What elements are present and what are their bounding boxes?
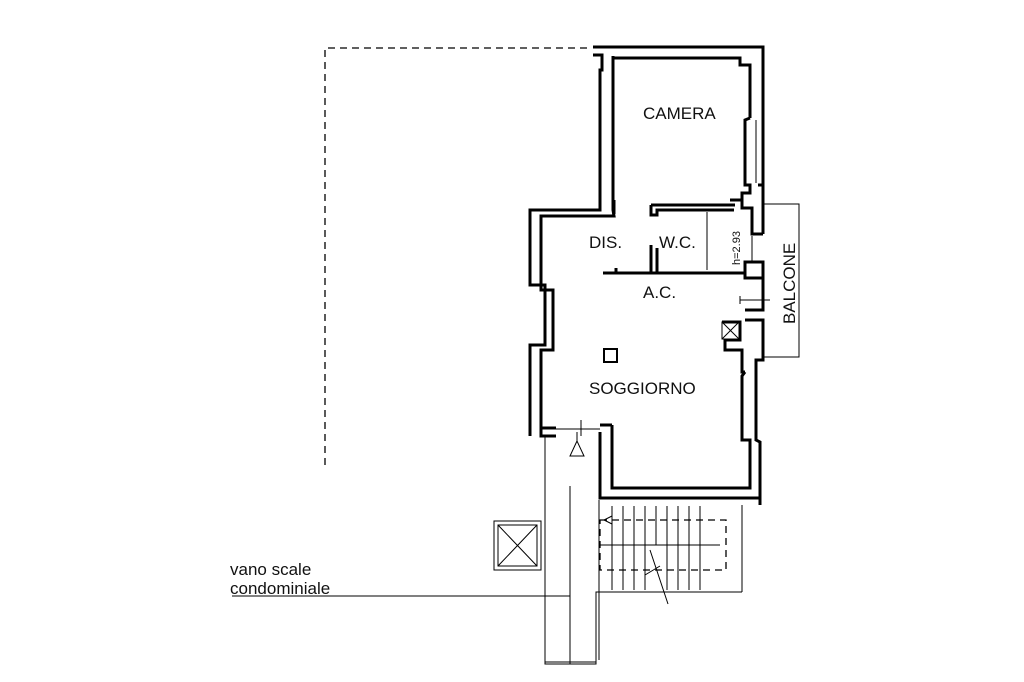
stair-label-line1: vano scale bbox=[230, 560, 311, 579]
stair-label-line2: condominiale bbox=[230, 579, 330, 598]
openings bbox=[555, 120, 770, 487]
ceiling-height-note: h=2.93 bbox=[731, 231, 743, 265]
interior-walls bbox=[603, 200, 745, 275]
room-label-ac: A.C. bbox=[643, 283, 676, 302]
balcony bbox=[763, 203, 800, 358]
room-label-camera: CAMERA bbox=[643, 104, 716, 123]
room-label-dis: DIS. bbox=[589, 233, 622, 252]
elevator-shaft-icon bbox=[493, 520, 542, 571]
stairwell bbox=[544, 436, 743, 665]
dashed-boundary bbox=[324, 47, 592, 465]
room-label-balcone: BALCONE bbox=[780, 243, 799, 324]
shaft-cross-icon bbox=[721, 321, 740, 340]
room-label-wc: W.C. bbox=[659, 233, 696, 252]
room-label-soggiorno: SOGGIORNO bbox=[589, 379, 696, 398]
column-square-icon bbox=[603, 348, 618, 363]
entrance-marker-icon bbox=[569, 432, 585, 457]
